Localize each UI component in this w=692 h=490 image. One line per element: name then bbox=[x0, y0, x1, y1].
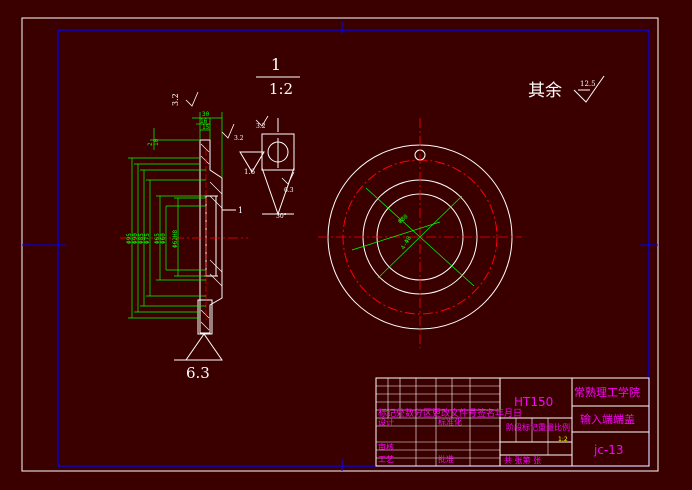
standardize-label: 标准化 bbox=[438, 417, 462, 427]
dim-top-b: 16 bbox=[200, 118, 208, 125]
stage-label: 阶段标记重量比例 bbox=[506, 422, 570, 432]
part-name: 输入端端盖 bbox=[580, 412, 635, 426]
dia-label-5: Φ60 bbox=[160, 233, 167, 244]
roughness-d: 6.3 bbox=[284, 187, 294, 194]
dia-label-2: Φ85 bbox=[138, 233, 145, 244]
dim-small-b: 10 bbox=[153, 138, 160, 146]
review-label: 审核 bbox=[378, 442, 394, 452]
row-labels: 标记处数分区更改文件号签名年月日 bbox=[378, 407, 522, 419]
outer-frame bbox=[21, 17, 659, 472]
roughness-b: 3.2 bbox=[234, 135, 244, 142]
scale-ratio: 1:2 bbox=[269, 80, 293, 98]
approve-label: 批准 bbox=[438, 454, 454, 464]
dim-top-c: 15 bbox=[202, 124, 210, 131]
roughness-c: 3.2 bbox=[256, 123, 266, 130]
other-roughness-note: 其余 12.5 bbox=[528, 75, 605, 103]
roughness-a: 3.2 bbox=[171, 93, 180, 106]
title-block: 标记处数分区更改文件号签名年月日 设计 标准化 审核 工艺 批准 HT150 阶… bbox=[375, 377, 650, 467]
inner-frame bbox=[57, 29, 650, 467]
roughness-note-text: 其余 bbox=[528, 81, 562, 101]
designer-label: 设计 bbox=[378, 417, 394, 427]
front-view: Φ80 4-Φ8 bbox=[318, 118, 522, 348]
detail-angle: 30° bbox=[276, 213, 287, 220]
school-name: 常熟理工学院 bbox=[574, 385, 640, 399]
craft-label: 工艺 bbox=[378, 455, 394, 464]
dim-small-a: 2 bbox=[147, 142, 154, 146]
part-mark: 1 bbox=[238, 206, 243, 215]
hole-dia-label: Φ80 bbox=[397, 213, 410, 226]
roughness-note-value: 12.5 bbox=[580, 80, 596, 88]
surface-finish-detail: 1.6 bbox=[244, 168, 256, 176]
diameter-labels: Φ95 Φ90 Φ85 Φ75 Φ65 Φ60 Φ62H8 30 16 15 2… bbox=[126, 111, 210, 248]
dia-label-1: Φ90 bbox=[132, 233, 139, 244]
roughness-symbol bbox=[573, 75, 605, 103]
detail-view: 1.6 3.2 6.3 30° bbox=[239, 115, 295, 220]
section-view: Φ95 Φ90 Φ85 Φ75 Φ65 Φ60 Φ62H8 30 16 15 2… bbox=[120, 91, 248, 382]
drawing-number: jc-13 bbox=[593, 443, 624, 457]
dim-top-a: 30 bbox=[202, 111, 210, 118]
material: HT150 bbox=[514, 395, 553, 409]
surface-finish-main: 6.3 bbox=[186, 364, 210, 382]
scale-cell: 1:2 bbox=[558, 436, 568, 443]
dia-label-0: Φ95 bbox=[126, 233, 133, 244]
scale-number: 1 bbox=[271, 55, 281, 74]
dia-label-3: Φ75 bbox=[144, 233, 151, 244]
surface-finish-triangle bbox=[185, 333, 223, 361]
scale-note: 1 1:2 bbox=[256, 55, 300, 98]
sheets-label: 共 张第 张 bbox=[504, 455, 541, 465]
dia-label-4: Φ65 bbox=[154, 233, 161, 244]
dia-small-label: Φ62H8 bbox=[172, 230, 179, 248]
